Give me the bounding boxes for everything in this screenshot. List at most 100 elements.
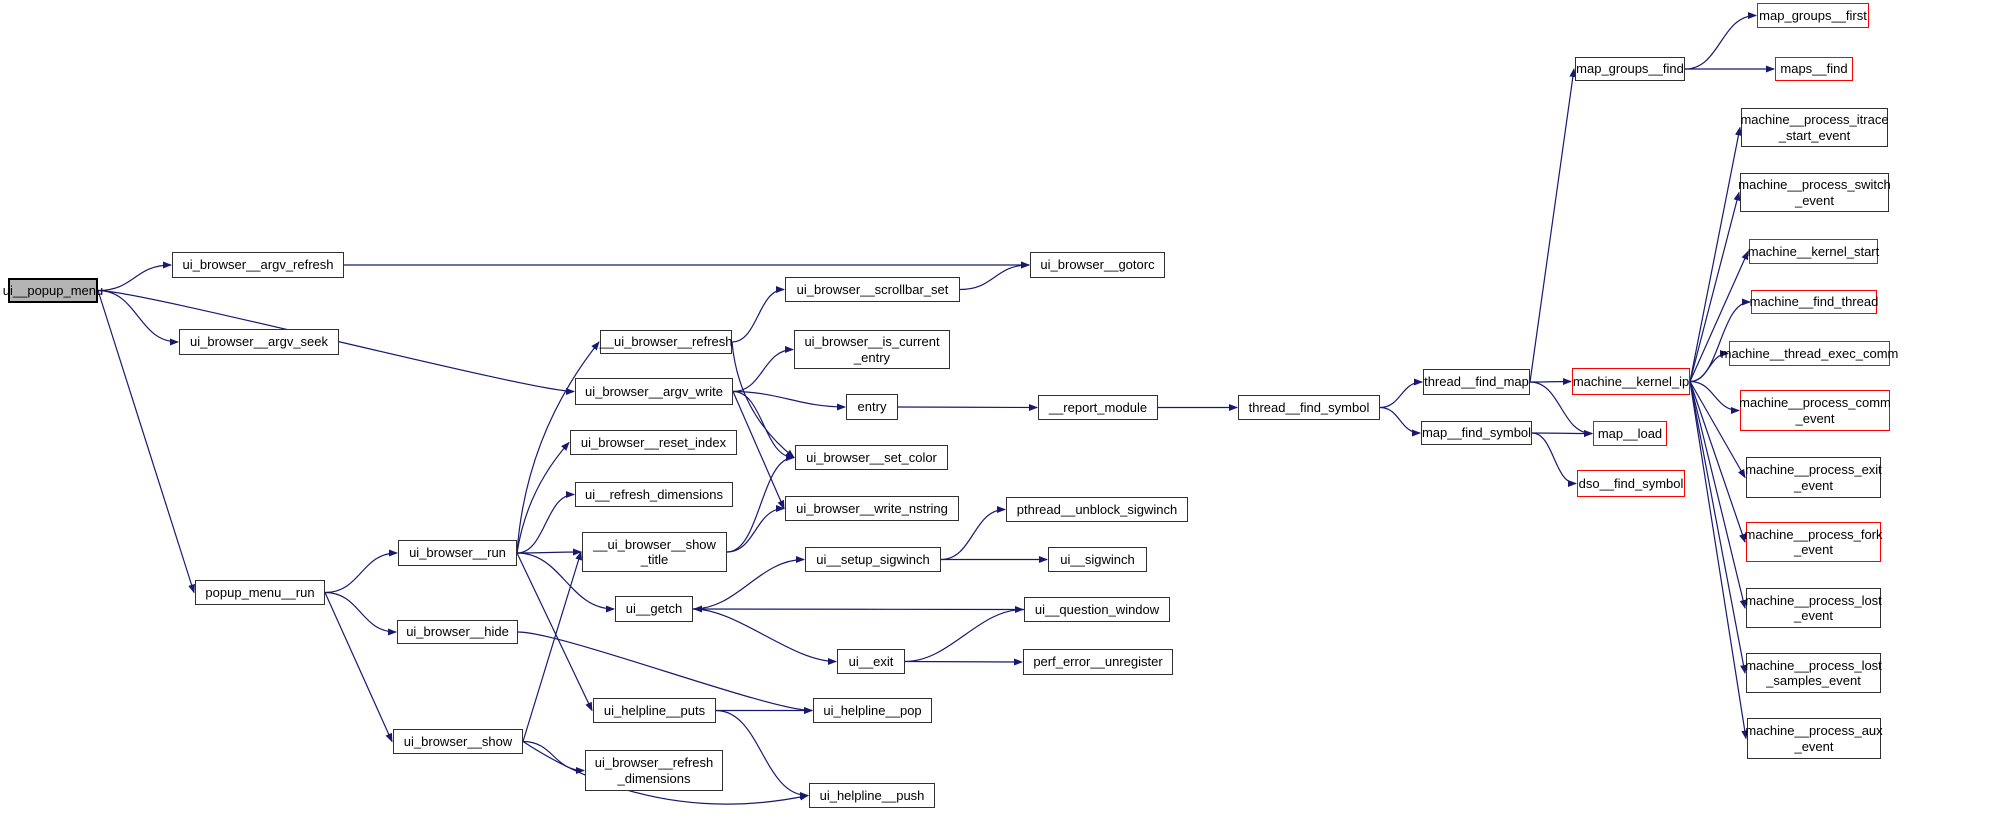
node-machine__find_thread[interactable]: machine__find_thread xyxy=(1750,290,1878,314)
node-ui_browser__gotorc[interactable]: ui_browser__gotorc xyxy=(1030,252,1165,278)
node-machine__kernel_start[interactable]: machine__kernel_start xyxy=(1748,239,1879,264)
edge-__ui_browser__refresh-to-ui_browser__set_color xyxy=(731,341,795,459)
node-machine__kernel_ip[interactable]: machine__kernel_ip xyxy=(1572,368,1690,395)
node-label: thread__find_map xyxy=(1424,374,1529,390)
node-label: map__find_symbol xyxy=(1421,425,1532,441)
node-label: map_groups__first xyxy=(1759,7,1867,23)
node-map__find_symbol[interactable]: map__find_symbol xyxy=(1421,421,1532,445)
edge-entry-to-__report_module xyxy=(897,403,1038,411)
node-ui__question_window[interactable]: ui__question_window xyxy=(1024,597,1170,622)
node-label: ui__sigwinch xyxy=(1060,551,1135,567)
edge-ui_browser__run-to-__ui_browser__refresh xyxy=(516,341,600,554)
node-machine__thread_exec_comm[interactable]: machine__thread_exec_comm xyxy=(1721,341,1898,366)
node-ui_helpline__puts[interactable]: ui_helpline__puts xyxy=(593,698,716,723)
node-maps__find[interactable]: maps__find xyxy=(1775,57,1853,81)
edge-ui__popup_menu-to-popup_menu__run xyxy=(97,290,195,594)
node-dso__find_symbol[interactable]: dso__find_symbol xyxy=(1577,470,1685,497)
node-ui_browser__argv_seek[interactable]: ui_browser__argv_seek xyxy=(179,329,339,355)
node-label: thread__find_symbol xyxy=(1248,399,1370,415)
node-ui_helpline__push[interactable]: ui_helpline__push xyxy=(809,783,935,808)
edge-thread__find_map-to-map_groups__find xyxy=(1529,68,1577,383)
node-ui_browser__write_nstring[interactable]: ui_browser__write_nstring xyxy=(785,496,959,521)
node-ui__exit[interactable]: ui__exit xyxy=(837,649,905,674)
edge-machine__kernel_ip-to-machine__process_exit_event xyxy=(1689,381,1746,479)
node-ui_browser__reset_index[interactable]: ui_browser__reset_index xyxy=(570,430,737,455)
node-map_groups__find[interactable]: map_groups__find xyxy=(1575,57,1685,81)
node-machine__process_switch_event[interactable]: machine__process_switch _event xyxy=(1738,173,1891,212)
node-ui_browser__show[interactable]: ui_browser__show xyxy=(393,729,523,754)
edge-ui_browser__show-to-ui_helpline__push xyxy=(522,740,809,805)
node-machine__process_exit_event[interactable]: machine__process_exit _event xyxy=(1745,457,1882,498)
node-machine__process_fork_event[interactable]: machine__process_fork _event xyxy=(1744,522,1883,562)
node-label: machine__process_exit _event xyxy=(1745,462,1882,493)
node-label: machine__kernel_start xyxy=(1747,243,1880,259)
edge-__ui_browser__refresh-to-ui_browser__scrollbar_set xyxy=(731,286,785,343)
node-machine__process_itrace_start_event[interactable]: machine__process_itrace _start_event xyxy=(1740,108,1889,147)
node-ui__getch[interactable]: ui__getch xyxy=(615,596,693,622)
edge-ui_browser__run-to-ui_browser__reset_index xyxy=(516,441,570,554)
node-label: ui__getch xyxy=(625,601,683,617)
edge-machine__kernel_ip-to-machine__process_switch_event xyxy=(1689,191,1741,382)
edge-ui_browser__scrollbar_set-to-ui_browser__gotorc xyxy=(959,261,1030,291)
node-ui_browser__hide[interactable]: ui_browser__hide xyxy=(397,620,518,644)
edge-machine__kernel_ip-to-machine__process_lost_event xyxy=(1689,381,1747,609)
node-ui_browser__set_color[interactable]: ui_browser__set_color xyxy=(795,445,948,470)
node-label: popup_menu__run xyxy=(205,584,315,600)
node-label: machine__process_aux _event xyxy=(1745,723,1883,754)
node-label: machine__thread_exec_comm xyxy=(1720,345,1899,361)
node-label: machine__process_comm _event xyxy=(1739,395,1891,426)
node-label: machine__process_fork _event xyxy=(1744,526,1883,558)
edge-ui__question_window-to-ui__getch xyxy=(693,605,1025,613)
node-__report_module[interactable]: __report_module xyxy=(1038,395,1158,420)
node-ui_browser__argv_write[interactable]: ui_browser__argv_write xyxy=(575,378,733,405)
node-label: ui_browser__reset_index xyxy=(580,434,727,450)
node-label: ui_browser__run xyxy=(409,545,506,561)
node-machine__process_comm_event[interactable]: machine__process_comm _event xyxy=(1739,390,1891,431)
node-label: perf_error__unregister xyxy=(1033,654,1163,670)
node-label: machine__process_switch _event xyxy=(1738,177,1891,208)
edge-ui_browser__argv_write-to-ui_browser__set_color xyxy=(732,390,795,461)
node-label: ui_browser__scrollbar_set xyxy=(796,281,949,297)
node-label: machine__process_lost _samples_event xyxy=(1745,657,1882,689)
node-__ui_browser__show_title[interactable]: __ui_browser__show _title xyxy=(582,532,727,572)
node-ui_browser__run[interactable]: ui_browser__run xyxy=(398,540,517,566)
node-label: ui_browser__argv_refresh xyxy=(182,257,334,273)
node-ui_browser__refresh_dimensions[interactable]: ui_browser__refresh _dimensions xyxy=(585,750,723,791)
node-pthread__unblock_sigwinch[interactable]: pthread__unblock_sigwinch xyxy=(1006,497,1188,522)
edge-ui_browser__show-to-ui_browser__refresh_dimensions xyxy=(522,740,585,774)
node-ui__sigwinch[interactable]: ui__sigwinch xyxy=(1048,547,1147,572)
edge-ui_browser__run-to-ui_helpline__puts xyxy=(516,552,593,712)
edge-ui__exit-to-ui__question_window xyxy=(904,606,1024,663)
node-map__load[interactable]: map__load xyxy=(1593,421,1667,446)
edge-ui__getch-to-ui__setup_sigwinch xyxy=(692,556,805,610)
node-thread__find_symbol[interactable]: thread__find_symbol xyxy=(1238,395,1380,420)
edge-map_groups__find-to-map_groups__first xyxy=(1684,12,1757,70)
node-ui_helpline__pop[interactable]: ui_helpline__pop xyxy=(813,698,932,723)
node-label: dso__find_symbol xyxy=(1578,475,1684,491)
node-label: entry xyxy=(857,399,887,415)
edge-map__find_symbol-to-dso__find_symbol xyxy=(1531,432,1577,487)
node-entry[interactable]: entry xyxy=(846,394,898,420)
node-map_groups__first[interactable]: map_groups__first xyxy=(1757,3,1869,28)
node-label: ui_browser__is_current _entry xyxy=(804,334,940,365)
node-label: __ui_browser__show _title xyxy=(593,536,716,568)
node-popup_menu__run[interactable]: popup_menu__run xyxy=(195,580,325,605)
node-machine__process_lost_event[interactable]: machine__process_lost _event xyxy=(1745,588,1882,628)
node-perf_error__unregister[interactable]: perf_error__unregister xyxy=(1023,649,1173,675)
node-ui_browser__scrollbar_set[interactable]: ui_browser__scrollbar_set xyxy=(785,277,960,302)
node-label: machine__process_lost _event xyxy=(1745,592,1882,624)
node-label: ui_browser__argv_write xyxy=(584,383,723,399)
edge-ui_browser__show-to-__ui_browser__show_title xyxy=(522,551,583,742)
node-ui_browser__is_current_entry[interactable]: ui_browser__is_current _entry xyxy=(794,330,950,369)
node-thread__find_map[interactable]: thread__find_map xyxy=(1423,369,1530,395)
node-machine__process_lost_samples_event[interactable]: machine__process_lost _samples_event xyxy=(1745,653,1882,693)
edge-machine__kernel_ip-to-machine__thread_exec_comm xyxy=(1689,350,1729,383)
node-label: maps__find xyxy=(1780,61,1848,77)
node-machine__process_aux_event[interactable]: machine__process_aux _event xyxy=(1745,718,1883,759)
edge-ui_browser__argv_write-to-entry xyxy=(732,390,846,411)
node-ui__setup_sigwinch[interactable]: ui__setup_sigwinch xyxy=(805,547,941,572)
node-__ui_browser__refresh[interactable]: __ui_browser__refresh xyxy=(600,330,732,354)
edge-popup_menu__run-to-ui_browser__run xyxy=(324,549,398,594)
node-ui__refresh_dimensions[interactable]: ui__refresh_dimensions xyxy=(575,482,733,507)
node-ui_browser__argv_refresh[interactable]: ui_browser__argv_refresh xyxy=(172,252,344,278)
